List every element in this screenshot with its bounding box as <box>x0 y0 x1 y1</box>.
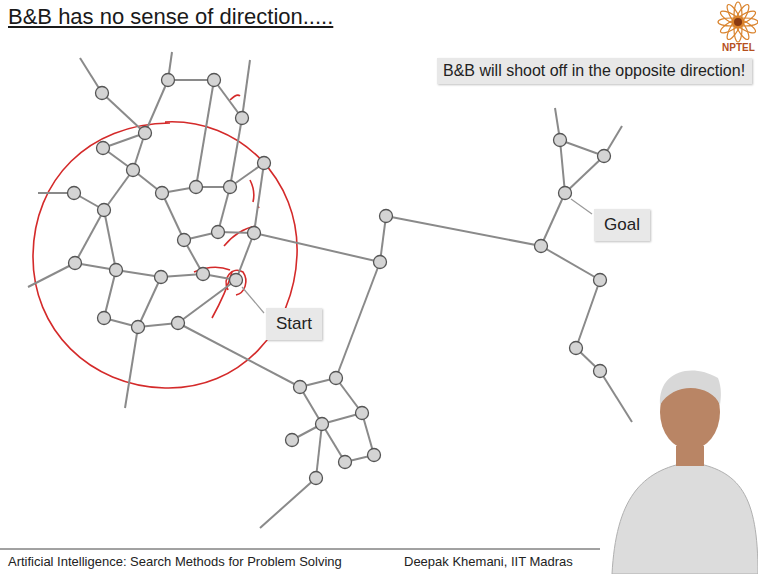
red-annotation <box>230 95 240 100</box>
graph-edge <box>178 280 236 323</box>
graph-edge <box>230 118 242 187</box>
footer-rule <box>0 549 600 550</box>
presenter-figure <box>612 371 758 574</box>
graph-node <box>178 234 191 247</box>
callout-box: B&B will shoot off in the opposite direc… <box>437 58 752 84</box>
graph-node <box>294 381 307 394</box>
graph-node <box>197 268 210 281</box>
graph-edge <box>254 233 380 262</box>
graph-node <box>598 150 611 163</box>
red-annotation <box>250 180 254 202</box>
graph-edge <box>104 210 116 270</box>
graph-edge <box>75 210 104 263</box>
graph-node <box>356 407 369 420</box>
graph-edge <box>125 327 138 408</box>
graph-node <box>594 365 607 378</box>
graph-node <box>310 472 323 485</box>
graph-node <box>98 204 111 217</box>
logo-petal <box>725 3 745 30</box>
graph-edge <box>102 93 145 133</box>
graph-node <box>248 227 261 240</box>
graph-node <box>316 418 329 431</box>
graph-node <box>230 274 243 287</box>
graph-node <box>236 112 249 125</box>
graph-node <box>190 181 203 194</box>
graph-node <box>68 187 81 200</box>
graph-node <box>172 317 185 330</box>
logo-center <box>734 18 742 26</box>
label-box: Goal <box>594 209 650 241</box>
graph-edge <box>576 280 600 348</box>
graph-node <box>69 257 82 270</box>
graph-edge <box>565 156 604 193</box>
graph-node <box>258 157 271 170</box>
presenter-hair <box>660 371 721 405</box>
graph-node <box>374 256 387 269</box>
graph-edge <box>104 170 133 210</box>
graph-edge <box>138 277 161 327</box>
graph-node <box>97 142 110 155</box>
graph-node <box>208 74 221 87</box>
graph-edge <box>560 140 565 193</box>
box-text: B&B will shoot off in the opposite direc… <box>443 62 746 80</box>
graph-node <box>380 210 393 223</box>
graph-edge <box>242 60 250 118</box>
red-annotation <box>33 122 297 388</box>
graph-node <box>155 271 168 284</box>
graph-node <box>212 226 225 239</box>
graph-node <box>594 274 607 287</box>
graph-edge <box>260 478 316 528</box>
graph-node <box>339 456 352 469</box>
graph-node <box>330 372 343 385</box>
footer-text: Artificial Intelligence: Search Methods … <box>8 554 342 569</box>
graph-edge <box>600 371 632 422</box>
graph-node <box>132 321 145 334</box>
graph-edge <box>28 263 75 287</box>
graph-edge <box>236 233 254 280</box>
graph-edge <box>162 193 184 240</box>
graph-edge <box>541 246 600 280</box>
graph-edge <box>104 270 116 318</box>
graph-edge <box>316 424 322 478</box>
graph-node <box>156 187 169 200</box>
graph-node <box>554 134 567 147</box>
graph-node <box>286 434 299 447</box>
graph-node <box>96 87 109 100</box>
graph-node <box>224 181 237 194</box>
graph-edge <box>145 80 168 133</box>
box-text: Start <box>276 314 312 334</box>
graph-node <box>559 187 572 200</box>
box-text: Goal <box>604 215 640 235</box>
graph-node <box>139 127 152 140</box>
graph-node <box>127 164 140 177</box>
slide-title: B&B has no sense of direction..... <box>8 4 333 30</box>
graph-node <box>570 342 583 355</box>
red-annotation <box>226 270 246 295</box>
logo <box>718 2 758 42</box>
pointer-line <box>571 199 592 214</box>
graph-node <box>98 312 111 325</box>
graph-edge <box>386 216 541 246</box>
presenter-shirt <box>612 462 758 574</box>
graph-edge <box>254 163 264 233</box>
pointer-line <box>242 287 264 313</box>
presenter-neck <box>676 446 704 466</box>
graph-node <box>162 74 175 87</box>
graph-edge <box>541 193 565 246</box>
graph-node <box>368 449 381 462</box>
graph-edge <box>196 80 214 187</box>
logo-text: NPTEL <box>722 42 755 53</box>
graph-node <box>110 264 123 277</box>
label-box: Start <box>266 308 322 340</box>
graph-node <box>535 240 548 253</box>
graph-edge <box>336 262 380 378</box>
footer-text: Deepak Khemani, IIT Madras <box>404 554 573 569</box>
